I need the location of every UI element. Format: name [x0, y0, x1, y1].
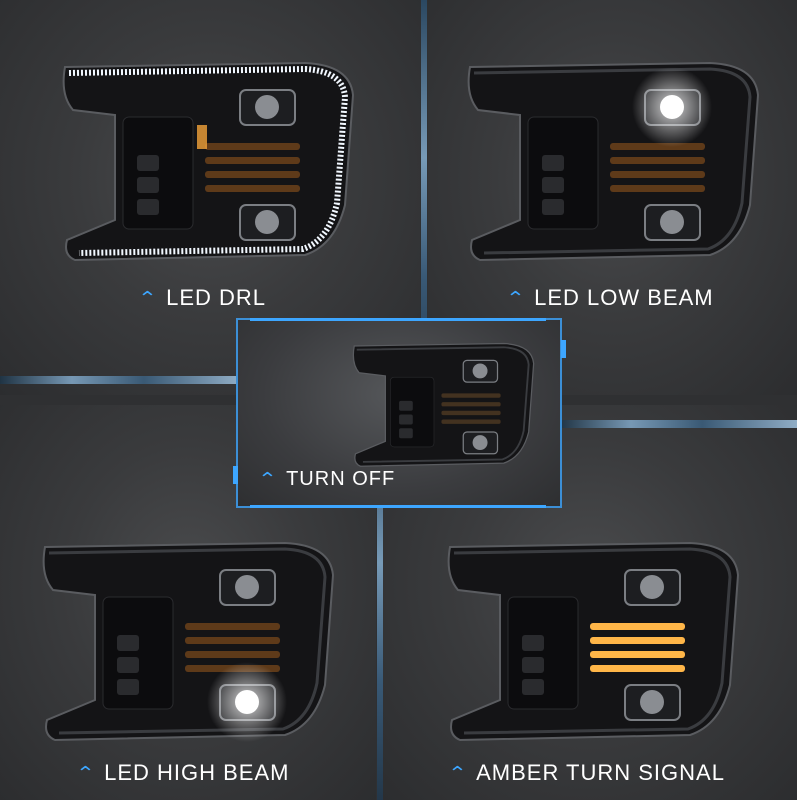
signal-bar — [590, 623, 685, 630]
chevron-up-icon: ⌃ — [257, 469, 279, 489]
frame-accent-right — [561, 340, 566, 358]
signal-bar — [610, 185, 705, 192]
chevron-up-icon: ⌃ — [447, 762, 469, 783]
caption-led-high-beam-label: LED HIGH BEAM — [104, 760, 290, 785]
caption-led-high-beam: ⌃ LED HIGH BEAM — [75, 760, 290, 786]
caption-amber-turn-signal-label: AMBER TURN SIGNAL — [476, 760, 725, 785]
divider-vertical-top — [421, 0, 427, 395]
caption-led-low-beam: ⌃ LED LOW BEAM — [505, 285, 714, 311]
signal-bar — [185, 637, 280, 644]
caption-amber-turn-signal: ⌃ AMBER TURN SIGNAL — [447, 760, 725, 786]
caption-turn-off: ⌃ TURN OFF — [257, 468, 396, 491]
signal-bar — [205, 143, 300, 150]
chevron-up-icon: ⌃ — [505, 287, 527, 308]
caption-led-low-beam-label: LED LOW BEAM — [534, 285, 714, 310]
signal-bar — [590, 665, 685, 672]
signal-bar — [610, 171, 705, 178]
panel-turn-off: ⌃ TURN OFF — [236, 318, 562, 508]
caption-led-drl-label: LED DRL — [166, 285, 267, 310]
headlight-drl-image — [55, 55, 360, 270]
headlight-high-beam-image — [35, 535, 340, 750]
headlight-turn-signal-image — [440, 535, 745, 750]
signal-bar — [205, 185, 300, 192]
signal-bar — [185, 623, 280, 630]
signal-bar — [205, 171, 300, 178]
signal-bar — [441, 393, 501, 398]
chevron-up-icon: ⌃ — [75, 762, 97, 783]
divider-horizontal-left — [0, 376, 240, 384]
frame-accent-bottom — [250, 505, 546, 508]
divider-vertical-bottom — [377, 405, 383, 800]
signal-bar — [441, 419, 501, 424]
caption-led-drl: ⌃ LED DRL — [137, 285, 267, 311]
frame-accent-left — [233, 466, 238, 484]
signal-bar — [590, 651, 685, 658]
signal-bar — [185, 651, 280, 658]
signal-bar — [610, 157, 705, 164]
signal-bar — [441, 402, 501, 407]
signal-bar — [205, 157, 300, 164]
signal-bar — [441, 410, 501, 416]
frame-accent-top — [250, 318, 546, 321]
chevron-up-icon: ⌃ — [137, 287, 159, 308]
caption-turn-off-label: TURN OFF — [286, 468, 396, 490]
signal-bar — [590, 637, 685, 644]
headlight-off-image — [348, 338, 538, 473]
divider-horizontal-right — [560, 420, 797, 428]
headlight-low-beam-image — [460, 55, 765, 270]
